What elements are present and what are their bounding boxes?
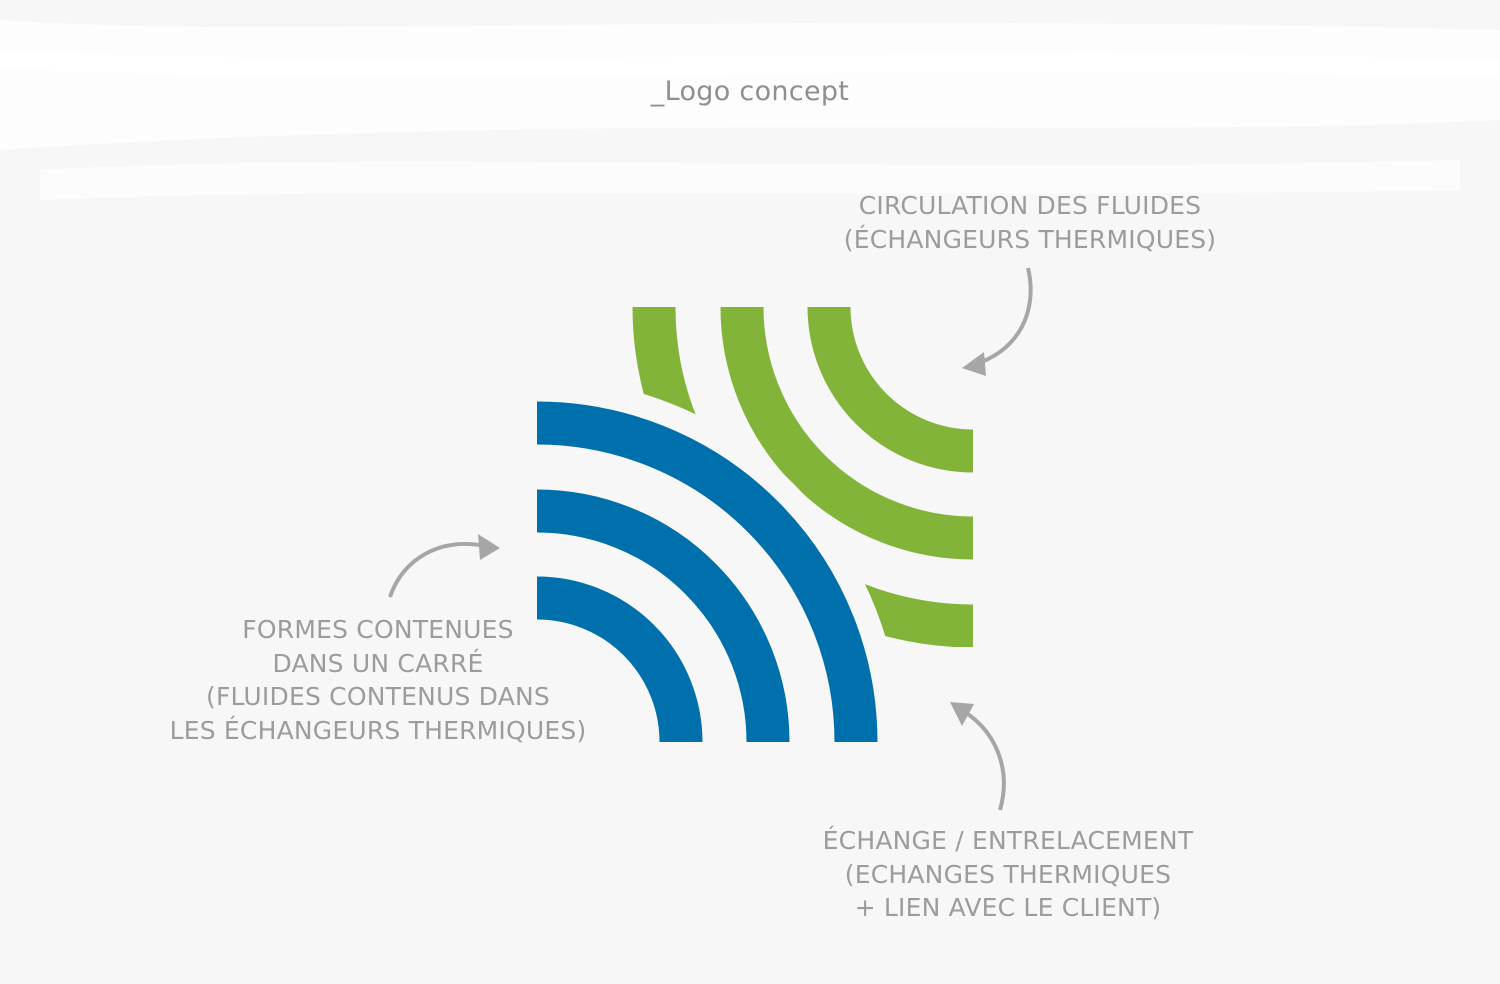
annotation-line: DANS UN CARRÉ xyxy=(272,648,484,678)
annotation-echange: ÉCHANGE / ENTRELACEMENT (ECHANGES THERMI… xyxy=(768,824,1248,925)
page-title: _Logo concept xyxy=(650,76,850,107)
green-arc-middle xyxy=(720,307,973,560)
annotation-line: CIRCULATION DES FLUIDES xyxy=(858,191,1202,220)
brush-texture-decoration xyxy=(0,20,1500,200)
blue-arc-middle xyxy=(537,489,790,742)
curved-arrow-icon xyxy=(950,702,1006,811)
annotation-line: (ÉCHANGEURS THERMIQUES) xyxy=(843,224,1217,254)
curved-arrow-icon xyxy=(388,534,500,598)
blue-arc-inner xyxy=(537,576,703,742)
annotation-formes: FORMES CONTENUES DANS UN CARRÉ (FLUIDES … xyxy=(128,613,628,747)
annotation-line: (FLUIDES CONTENUS DANS xyxy=(206,682,550,711)
annotation-line: + LIEN AVEC LE CLIENT) xyxy=(854,893,1162,922)
blue-arcs xyxy=(537,401,878,742)
annotation-line: (ECHANGES THERMIQUES xyxy=(844,859,1172,889)
annotation-line: ÉCHANGE / ENTRELACEMENT xyxy=(822,826,1194,855)
annotation-line: FORMES CONTENUES xyxy=(242,615,514,644)
blue-arc-outer xyxy=(537,401,878,742)
annotation-line: LES ÉCHANGEURS THERMIQUES) xyxy=(169,715,587,745)
curved-arrow-icon xyxy=(962,267,1033,376)
green-arc-inner xyxy=(807,307,973,473)
annotation-circulation: CIRCULATION DES FLUIDES (ÉCHANGEURS THER… xyxy=(800,189,1260,256)
